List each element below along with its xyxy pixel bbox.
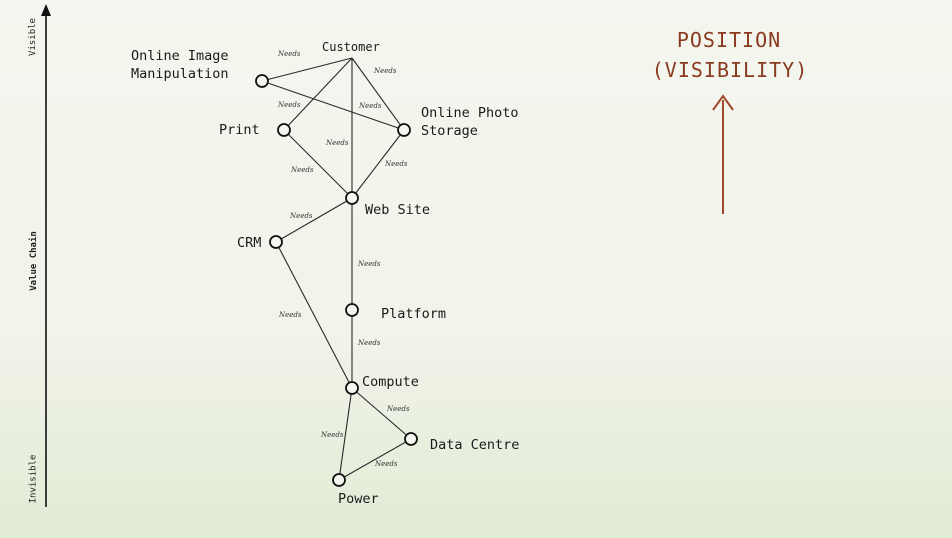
- node-marker-online-photo-storage: [397, 123, 411, 137]
- node-marker-crm: [269, 235, 283, 249]
- edge-customer-to-online-image-manipulation: [261, 57, 353, 82]
- edge-online-image-manipulation-to-online-photo-storage: [261, 80, 405, 131]
- edge-label-web-site-to-crm: Needs: [290, 212, 313, 220]
- edges-layer: [261, 57, 412, 481]
- node-marker-online-image-manipulation: [255, 74, 269, 88]
- node-label-power: Power: [338, 491, 379, 507]
- edge-label-data-centre-to-power: Needs: [375, 460, 398, 468]
- axis-top-label: Visible: [27, 18, 38, 56]
- node-label-compute: Compute: [362, 374, 419, 390]
- node-marker-web-site: [345, 191, 359, 205]
- visibility-arrow-head: [712, 94, 734, 111]
- visibility-arrow: [712, 94, 734, 214]
- node-marker-compute: [345, 381, 359, 395]
- edge-label-extra: Needs: [326, 139, 349, 147]
- node-label-customer: Customer: [322, 40, 380, 54]
- node-label-crm: CRM: [237, 235, 262, 251]
- edge-label-online-photo-storage-to-web-site: Needs: [385, 160, 408, 168]
- node-label-data-centre: Data Centre: [430, 437, 520, 453]
- edge-label-print-to-web-site: Needs: [291, 166, 314, 174]
- edge-label-customer-to-online-photo-storage: Needs: [374, 67, 397, 75]
- node-marker-power: [332, 473, 346, 487]
- edge-label-crm-to-compute: Needs: [279, 311, 302, 319]
- edge-label-customer-to-online-image-manipulation: Needs: [278, 50, 301, 58]
- edge-label-compute-to-data-centre: Needs: [387, 405, 410, 413]
- nodes-layer: [255, 74, 418, 487]
- edge-compute-to-data-centre: [351, 387, 412, 440]
- edge-customer-to-online-photo-storage: [351, 57, 405, 131]
- edge-customer-to-print: [283, 57, 353, 131]
- edge-label-online-image-manipulation-to-online-photo-storage: Needs: [359, 102, 382, 110]
- edge-web-site-to-crm: [275, 197, 353, 243]
- edge-online-photo-storage-to-web-site: [351, 129, 405, 199]
- edge-label-extra: Needs: [278, 101, 301, 109]
- heading-line-1: POSITION: [676, 28, 782, 52]
- edge-crm-to-compute: [275, 241, 353, 389]
- node-label-print: Print: [219, 122, 260, 138]
- node-label-platform: Platform: [381, 306, 447, 322]
- value-chain-axis: [41, 4, 51, 507]
- node-marker-platform: [345, 303, 359, 317]
- edge-data-centre-to-power: [338, 438, 412, 481]
- heading-line-2: (VISIBILITY): [651, 58, 809, 82]
- edge-label-compute-to-power: Needs: [321, 431, 344, 439]
- edge-label-platform-to-compute: Needs: [358, 339, 381, 347]
- axis-title: Value Chain: [28, 231, 39, 291]
- axis-arrowhead: [41, 4, 51, 16]
- node-label-web-site: Web Site: [365, 202, 431, 218]
- edge-label-web-site-to-platform: Needs: [358, 260, 381, 268]
- edge-print-to-web-site: [283, 129, 353, 199]
- node-marker-data-centre: [404, 432, 418, 446]
- edge-compute-to-power: [338, 387, 353, 481]
- axis-bottom-label: Invisible: [28, 454, 39, 504]
- node-marker-print: [277, 123, 291, 137]
